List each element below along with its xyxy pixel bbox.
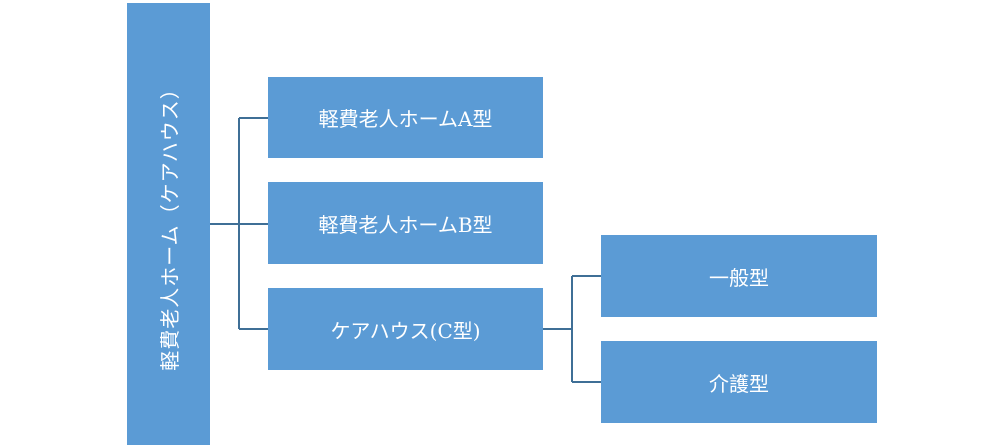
node-type-b-label: 軽費老人ホームB型 [318,212,493,237]
node-carehouse-label: ケアハウス(C型) [330,318,481,343]
node-general-type: 一般型 [601,235,877,317]
root-node-label: 軽費老人ホーム（ケアハウス） [158,77,183,371]
node-nursing-type-label: 介護型 [709,371,769,396]
node-type-a: 軽費老人ホームA型 [268,77,543,158]
node-general-type-label: 一般型 [709,265,769,290]
root-node: 軽費老人ホーム（ケアハウス） [127,3,210,445]
node-carehouse: ケアハウス(C型) [268,288,543,370]
node-nursing-type: 介護型 [601,341,877,423]
node-type-b: 軽費老人ホームB型 [268,182,543,264]
node-type-a-label: 軽費老人ホームA型 [318,107,493,131]
